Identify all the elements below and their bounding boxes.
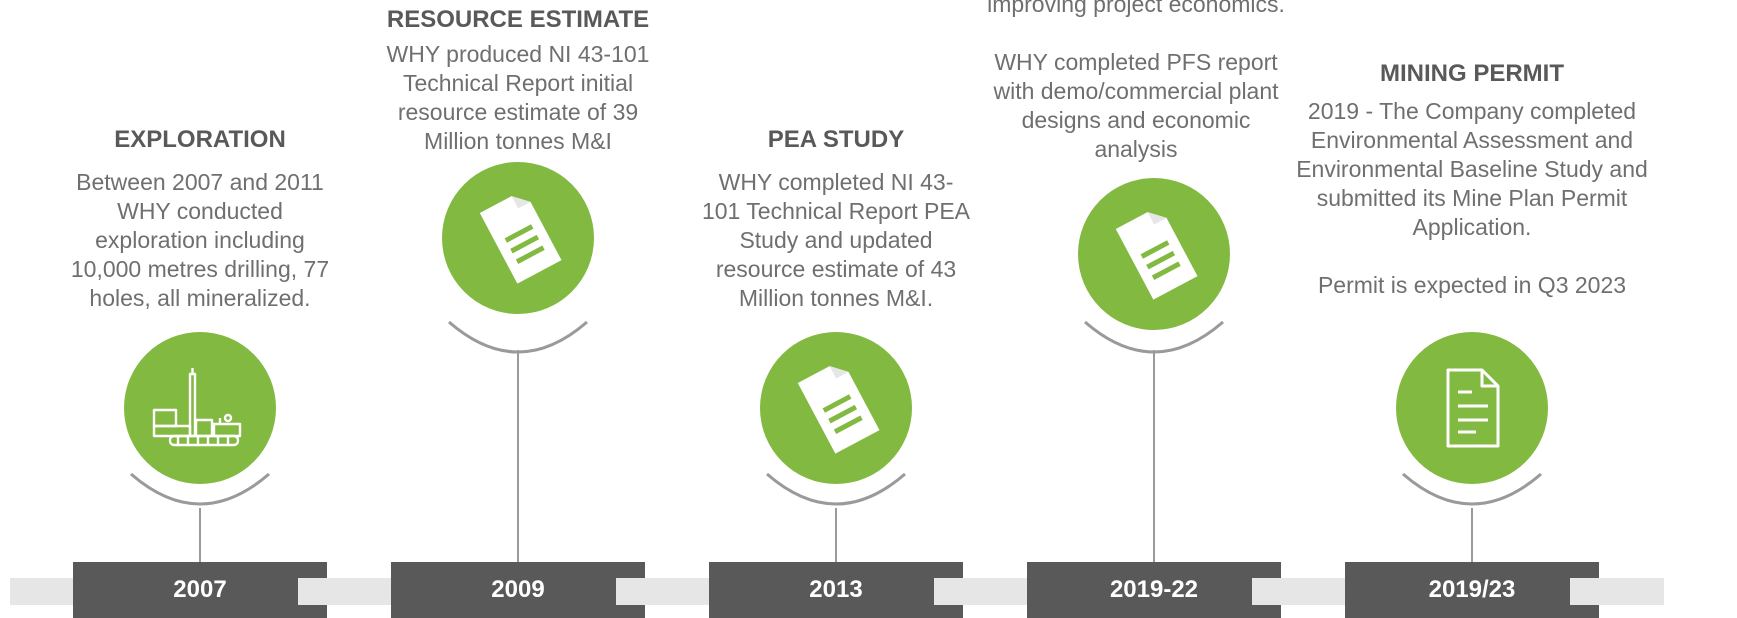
- milestone-title: RESOURCE ESTIMATE: [386, 6, 650, 33]
- timeline-year-block: [1345, 562, 1599, 618]
- milestone-circle: [760, 332, 912, 484]
- connector-line: [199, 508, 201, 562]
- timeline-segment: [1570, 578, 1664, 605]
- arc-decoration: [766, 472, 906, 506]
- milestone-circle: [124, 332, 276, 484]
- year-label: 2013: [809, 576, 863, 603]
- milestone-description: improving project economics. WHY complet…: [987, 0, 1285, 162]
- connector-line: [517, 350, 519, 562]
- milestone-circle: [1078, 178, 1230, 330]
- document-icon: [797, 366, 880, 454]
- milestone-circle: [442, 162, 594, 314]
- year-label: 2019/23: [1428, 576, 1516, 603]
- document-icon: [479, 196, 562, 284]
- milestone-description: Between 2007 and 2011 WHY conducted expl…: [70, 169, 330, 311]
- year-label: 2007: [173, 576, 227, 603]
- milestone-description: WHY completed NI 43- 101 Technical Repor…: [701, 169, 971, 311]
- document-icon: [1115, 212, 1198, 300]
- year-label: 2009: [491, 576, 545, 603]
- drill-rig-icon: [152, 368, 242, 447]
- connector-line: [835, 508, 837, 562]
- timeline-year-block: [1027, 562, 1281, 618]
- file-outline-icon: [1446, 368, 1500, 448]
- milestone-circle: [1396, 332, 1548, 484]
- arc-decoration: [1402, 472, 1542, 506]
- connector-line: [1471, 508, 1473, 562]
- milestone-description: 2019 - The Company completed Environment…: [1296, 98, 1648, 298]
- timeline-year-block: [391, 562, 645, 618]
- milestone-description: WHY produced NI 43-101 Technical Report …: [386, 41, 650, 154]
- milestone-title: PEA STUDY: [767, 126, 905, 153]
- milestone-title: MINING PERMIT: [1380, 60, 1564, 87]
- timeline-year-block: [709, 562, 963, 618]
- connector-line: [1153, 350, 1155, 562]
- arc-decoration: [130, 472, 270, 506]
- milestone-title: EXPLORATION: [114, 126, 286, 153]
- year-label: 2019-22: [1109, 576, 1199, 603]
- timeline-year-block: [73, 562, 327, 618]
